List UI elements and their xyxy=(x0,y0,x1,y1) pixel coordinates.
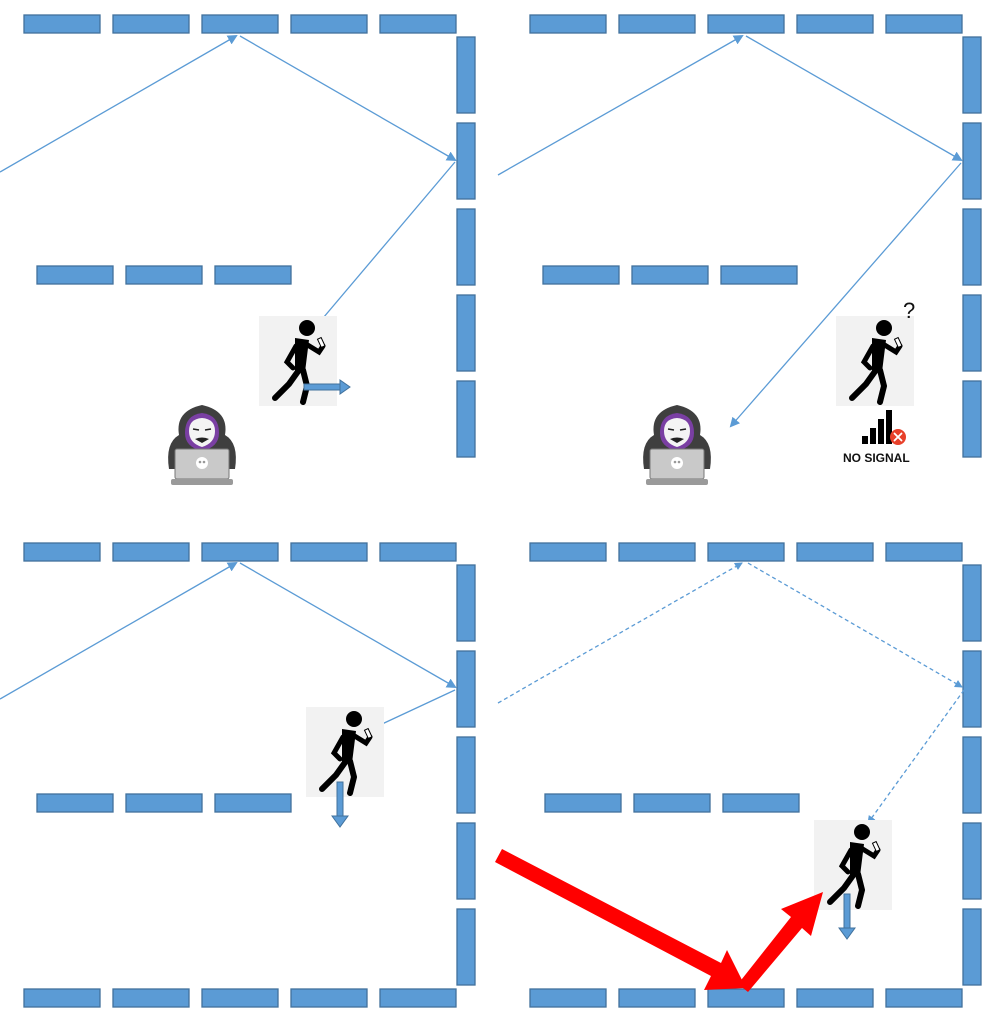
wall-segment xyxy=(36,793,114,813)
wall-segment xyxy=(379,988,457,1008)
hooded-hacker-icon xyxy=(167,404,237,486)
red-x-icon xyxy=(890,429,906,445)
movement-arrow-right xyxy=(303,379,351,395)
weakened-signal-ray xyxy=(867,689,965,824)
wall-segment xyxy=(544,793,622,813)
wall-segment xyxy=(214,265,292,285)
weakened-signal-ray xyxy=(747,562,963,688)
wall-segment xyxy=(962,294,982,372)
wall-segment xyxy=(707,988,785,1008)
wall-segment xyxy=(962,564,982,642)
wall-segment xyxy=(456,736,476,814)
wall-segment xyxy=(529,988,607,1008)
wall-segment xyxy=(796,542,874,562)
wall-segment xyxy=(112,542,190,562)
wall-segment xyxy=(962,736,982,814)
wall-segment xyxy=(456,380,476,458)
wall-segment xyxy=(379,542,457,562)
wall-segment xyxy=(36,265,114,285)
wall-segment xyxy=(722,793,800,813)
wall-segment xyxy=(456,650,476,728)
wall-segment xyxy=(885,14,963,34)
movement-arrow-down xyxy=(838,893,856,940)
wall-segment xyxy=(962,122,982,200)
wall-segment xyxy=(456,122,476,200)
wall-segment xyxy=(796,988,874,1008)
wall-segment xyxy=(796,14,874,34)
wall-segment xyxy=(290,14,368,34)
wall-segment xyxy=(885,542,963,562)
wall-segment xyxy=(125,793,203,813)
wall-segment xyxy=(529,14,607,34)
wall-segment xyxy=(885,988,963,1008)
wall-segment xyxy=(618,14,696,34)
wall-segment xyxy=(201,988,279,1008)
wall-segment xyxy=(618,542,696,562)
person-with-phone-icon xyxy=(836,316,914,406)
wall-segment xyxy=(962,650,982,728)
wall-segment xyxy=(707,14,785,34)
wall-segment xyxy=(456,208,476,286)
panel-bottom-left xyxy=(0,542,476,1008)
wall-segment xyxy=(962,908,982,986)
wall-segment xyxy=(23,542,101,562)
wall-segment xyxy=(201,14,279,34)
attack-signal-path xyxy=(495,849,823,992)
person-with-phone-icon xyxy=(306,707,384,797)
wall-segment xyxy=(962,36,982,114)
weakened-signal-ray xyxy=(497,562,743,704)
movement-arrow-down xyxy=(331,781,349,828)
wall-segment xyxy=(962,822,982,900)
wall-segment xyxy=(125,265,203,285)
wall-segment xyxy=(542,265,620,285)
wall-segment xyxy=(112,988,190,1008)
signal-bars-icon xyxy=(862,410,892,444)
wall-segment xyxy=(633,793,711,813)
signal-ray xyxy=(745,35,963,161)
wall-segment xyxy=(707,542,785,562)
signal-ray xyxy=(0,562,238,700)
wall-segment xyxy=(112,14,190,34)
wall-segment xyxy=(456,908,476,986)
panel-top-left xyxy=(0,14,476,486)
signal-ray xyxy=(729,162,962,428)
wall-segment xyxy=(23,988,101,1008)
signal-ray xyxy=(239,562,457,688)
wall-segment xyxy=(456,36,476,114)
wall-segment xyxy=(290,542,368,562)
wall-segment xyxy=(529,542,607,562)
wall-segment xyxy=(631,265,709,285)
wall-segment xyxy=(214,793,292,813)
person-with-phone-icon xyxy=(259,316,337,406)
wall-segment xyxy=(201,542,279,562)
wall-segment xyxy=(456,564,476,642)
wall-segment xyxy=(618,988,696,1008)
hooded-hacker-icon xyxy=(642,404,712,486)
panel-top-right: ? NO SIGNAL xyxy=(497,14,982,486)
question-mark: ? xyxy=(903,298,915,323)
panel-bottom-right xyxy=(497,542,982,1008)
signal-ray xyxy=(0,35,238,173)
wall-segment xyxy=(962,208,982,286)
wall-segment xyxy=(720,265,798,285)
person-with-phone-icon xyxy=(814,820,892,910)
wall-segment xyxy=(23,14,101,34)
signal-ray xyxy=(239,35,457,161)
wall-segment xyxy=(290,988,368,1008)
wall-segment xyxy=(456,822,476,900)
wall-segment xyxy=(379,14,457,34)
wall-segment xyxy=(456,294,476,372)
signal-ray xyxy=(497,35,744,176)
wall-segment xyxy=(962,380,982,458)
no-signal-label: NO SIGNAL xyxy=(843,451,910,465)
